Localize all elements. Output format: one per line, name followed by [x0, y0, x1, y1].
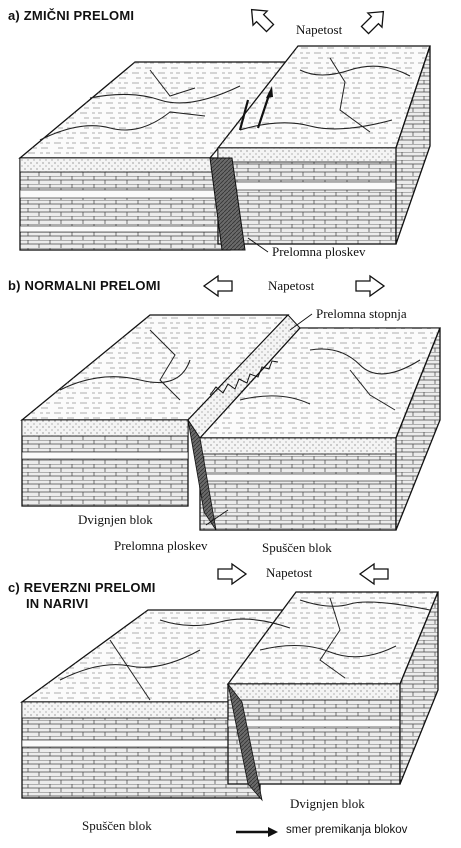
panel-c-stress-label: Napetost: [266, 565, 312, 581]
panel-b-stress-label: Napetost: [268, 278, 314, 294]
legend-arrow: [236, 827, 278, 837]
legend-text: smer premikanja blokov: [286, 824, 407, 836]
panel-c-heading-line2: IN NARIVI: [26, 596, 88, 611]
panel-b-stress-arrow-right: [356, 276, 384, 296]
panel-a-stress-label: Napetost: [296, 22, 342, 38]
panel-b-fault-scarp-label: Prelomna stopnja: [316, 306, 407, 322]
panel-b-lowered-block-label: Spuščen blok: [262, 540, 332, 556]
panel-a-stress-arrow-right: [358, 5, 391, 38]
panel-a-stress-arrow-left: [245, 3, 278, 36]
panel-c-stress-arrow-left: [218, 564, 246, 584]
panel-b-stress-arrow-left: [204, 276, 232, 296]
panel-c-stress-arrow-right: [360, 564, 388, 584]
panel-a-heading: a) ZMIČNI PRELOMI: [8, 8, 134, 23]
panel-b-fault-plane-label: Prelomna ploskev: [114, 538, 208, 554]
panel-b-raised-block-label: Dvignjen blok: [78, 512, 153, 528]
panel-b-heading: b) NORMALNI PRELOMI: [8, 278, 161, 293]
panel-a-fault-plane-label: Prelomna ploskev: [272, 244, 366, 260]
panel-c-heading-line1: c) REVERZNI PRELOMI: [8, 580, 156, 595]
panel-a-strike-slip: [20, 3, 430, 252]
panel-c-raised-block-label: Dvignjen blok: [290, 796, 365, 812]
panel-c-lowered-block-label: Spuščen blok: [82, 818, 152, 834]
